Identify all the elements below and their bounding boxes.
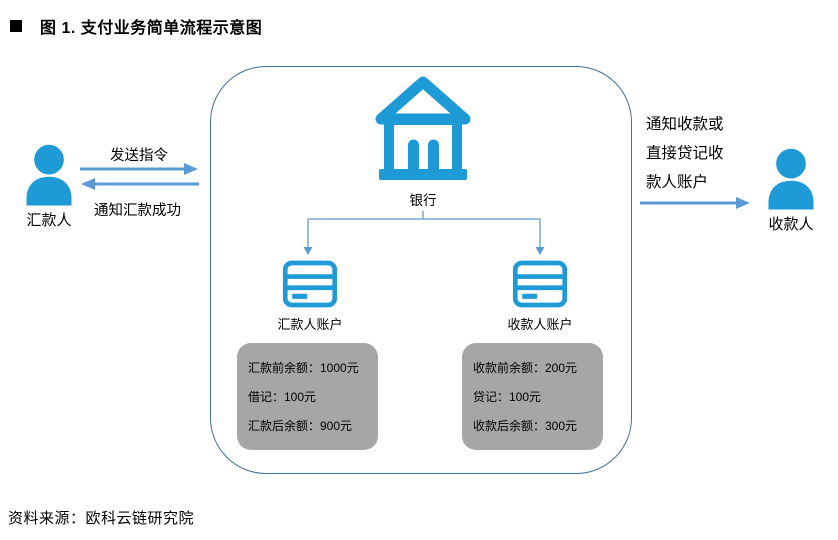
receiver-account-label: 收款人账户 <box>507 317 573 332</box>
balance-before-line: 收款前余额：200元 <box>473 361 578 375</box>
receiver-label: 收款人 <box>768 216 814 233</box>
sender-account: 汇款人账户 <box>254 259 366 333</box>
credit-card-icon <box>282 259 338 309</box>
send-instruction-label: 发送指令 <box>110 148 168 164</box>
figure-header: 图 1. 支付业务简单流程示意图 <box>10 14 262 38</box>
receive-notify-line-1: 通知收款或 <box>646 116 724 133</box>
balance-after-line: 收款后余额：300元 <box>473 419 578 433</box>
receive-notify-line-3: 款人账户 <box>646 174 709 191</box>
receive-notify-label: 通知收款或 直接贷记收 款人账户 <box>646 110 724 197</box>
balance-after-line: 汇款后余额：900元 <box>248 419 353 433</box>
person-icon <box>764 146 818 210</box>
source-note: 资料来源：欧科云链研究院 <box>8 510 195 527</box>
credit-card-icon <box>512 259 568 309</box>
person-icon <box>22 142 76 206</box>
receiver-account: 收款人账户 <box>484 259 596 333</box>
receive-notify-line-2: 直接贷记收 <box>646 145 724 162</box>
notify-success-label: 通知汇款成功 <box>94 203 181 219</box>
balance-before-line: 汇款前余额：1000元 <box>248 361 359 375</box>
debit-line: 借记：100元 <box>248 390 317 404</box>
sender-actor: 汇款人 <box>20 142 78 230</box>
sender-label: 汇款人 <box>26 212 72 229</box>
send-arrow-icon <box>80 162 200 192</box>
receiver-account-details: 收款前余额：200元 贷记：100元 收款后余额：300元 <box>462 343 603 450</box>
sender-account-details: 汇款前余额：1000元 借记：100元 汇款后余额：900元 <box>237 343 378 450</box>
bank-label: 银行 <box>409 193 437 208</box>
receiver-actor: 收款人 <box>762 146 820 234</box>
figure-title: 图 1. 支付业务简单流程示意图 <box>40 20 263 37</box>
receive-arrow-icon <box>640 196 750 210</box>
bank-icon <box>375 74 471 186</box>
sender-account-label: 汇款人账户 <box>277 317 343 332</box>
credit-line: 贷记：100元 <box>473 390 542 404</box>
square-bullet-icon <box>10 20 22 32</box>
